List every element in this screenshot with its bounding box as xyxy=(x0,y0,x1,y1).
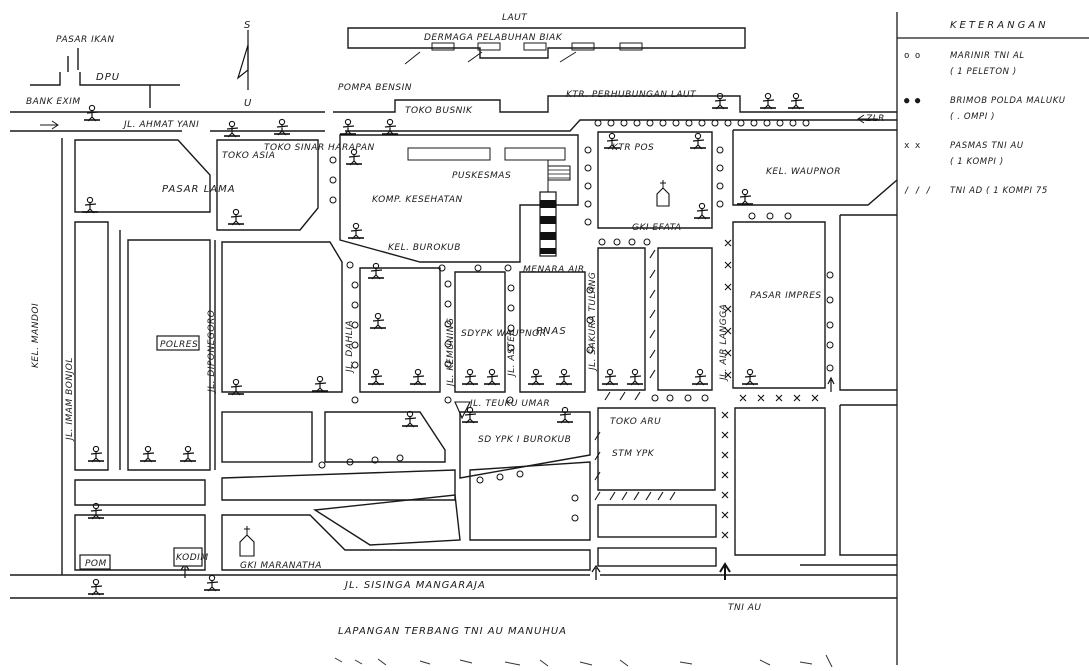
label-bank-exim: BANK EXIM xyxy=(26,97,81,107)
legend-symbol-tni-ad: / / / xyxy=(904,186,931,196)
arrow-up-icon xyxy=(591,564,601,580)
label-stm-ypk: STM YPK xyxy=(612,449,655,459)
harbor-pier xyxy=(347,27,746,65)
compass-u: U xyxy=(244,98,252,109)
city-blocks xyxy=(10,129,898,599)
label-laut: LAUT xyxy=(502,13,528,23)
legend-sub-pasmas: ( 1 KOMPI ) xyxy=(950,157,1004,167)
label-toko-aru: TOKO ARU xyxy=(610,417,661,427)
label-jl-aster: JL. ASTER xyxy=(507,329,517,378)
legend-sub-marinir: ( 1 PELETON ) xyxy=(950,67,1017,77)
legend-symbol-brimob: ● ● xyxy=(904,96,921,106)
brimob-markers xyxy=(318,156,709,522)
arrow-up-icon xyxy=(719,562,731,580)
label-jl-kemuning: JL. KEMUNING xyxy=(446,318,456,388)
label-jl-diponegoro: JL. DIPONEGORO xyxy=(207,310,217,394)
legend-symbol-pasmas: x x xyxy=(904,141,921,151)
label-ktr-perhubungan: KTR. PERHUBUNGAN LAUT xyxy=(566,90,697,100)
legend-text-brimob: BRIMOB POLDA MALUKU xyxy=(950,96,1066,106)
label-toko-asia: TOKO ASIA xyxy=(222,151,275,161)
polres-box xyxy=(156,335,200,351)
label-dermaga: DERMAGA PELABUHAN BIAK xyxy=(424,33,563,43)
church-icon xyxy=(656,180,670,207)
junction-triangle xyxy=(454,401,471,420)
label-pasar-impres: PASAR IMPRES xyxy=(750,291,822,301)
label-jl-teuku-umar: JL. TEUKU UMAR xyxy=(468,399,550,409)
legend-text-pasmas: PASMAS TNI AU xyxy=(950,141,1024,151)
label-pompa-bensin: POMPA BENSIN xyxy=(338,83,412,93)
dpu-road xyxy=(149,84,180,108)
label-kodim: KODIM xyxy=(176,553,209,563)
legend-title: KETERANGAN xyxy=(950,20,1049,31)
label-komp-kesehatan: KOMP. KESEHATAN xyxy=(372,195,463,205)
kodim-box xyxy=(173,547,203,567)
compass-s: S xyxy=(244,20,251,31)
label-zlr: ZLR xyxy=(865,114,885,124)
label-pasar-lama: PASAR LAMA xyxy=(162,184,236,195)
label-lapangan: LAPANGAN TERBANG TNI AU MANUHUA xyxy=(338,626,567,637)
pasmas-markers xyxy=(721,239,819,539)
label-menara-air: MENARA AIR xyxy=(523,265,585,275)
label-toko-busnik: TOKO BUSNIK xyxy=(405,106,473,116)
legend-symbol-marinir: o o xyxy=(904,51,920,61)
compass-icon xyxy=(236,30,249,90)
label-kel-waupnor: KEL. WAUPNOR xyxy=(766,167,841,177)
label-sdypk-waupnor: SDYPK WAUPNOR xyxy=(461,329,547,339)
label-polres: POLRES xyxy=(160,340,198,350)
label-pom: POM xyxy=(85,559,107,569)
label-kel-mandoi: KEL. MANDOI xyxy=(31,303,41,368)
label-jl-ahmad-yani: JL. AHMAT YANI xyxy=(122,120,199,130)
arrow-up-icon xyxy=(827,376,835,392)
marinir-markers xyxy=(584,119,834,372)
label-gki-maranatha: GKI MARANATHA xyxy=(240,561,322,571)
label-jl-air-langga: JL. AIR LANGGA xyxy=(719,304,729,382)
label-kel-burokub: KEL. BUROKUB xyxy=(388,243,461,253)
label-tni-au: TNI AU xyxy=(728,603,762,613)
label-jl-imam-bonjol: JL. IMAM BONJOL xyxy=(65,357,75,442)
road-jl-ahmad-yani xyxy=(10,95,897,132)
label-puskesmas: PUSKESMAS xyxy=(452,171,511,181)
label-jl-dahlia: JL. DAHLIA xyxy=(345,320,355,374)
church-icon xyxy=(239,526,255,557)
dpu-area xyxy=(30,48,150,86)
label-gki-efata: GKI EFATA xyxy=(632,223,682,233)
legend-sub-brimob: ( . OMPI ) xyxy=(950,112,995,122)
legend-text-marinir: MARINIR TNI AL xyxy=(950,51,1025,61)
label-sdypk-burokub: SD YPK I BUROKUB xyxy=(478,435,571,445)
label-pasar-ikan: PASAR IKAN xyxy=(56,35,115,45)
tni-ad-markers xyxy=(594,249,676,501)
label-dpu: DPU xyxy=(96,72,120,83)
legend-text-tni-ad: TNI AD ( 1 KOMPI 75 xyxy=(950,186,1048,196)
pom-box xyxy=(79,554,111,570)
label-ktr-pos: KTR POS xyxy=(612,143,654,153)
label-toko-sinar: TOKO SINAR HARAPAN xyxy=(264,143,375,153)
water-tower-icon xyxy=(539,160,571,257)
label-pnas: PNAS xyxy=(536,326,567,337)
arrow-right-icon xyxy=(40,120,59,130)
label-jl-sakura: JL. SAKURA TULANG xyxy=(588,272,598,372)
legend: KETERANGAN o o MARINIR TNI AL ( 1 PELETO… xyxy=(897,20,1089,196)
arrow-left-icon xyxy=(857,114,878,124)
label-jl-sisinga: JL. SISINGA MANGARAJA xyxy=(343,580,486,591)
airfield-texture xyxy=(334,654,833,668)
